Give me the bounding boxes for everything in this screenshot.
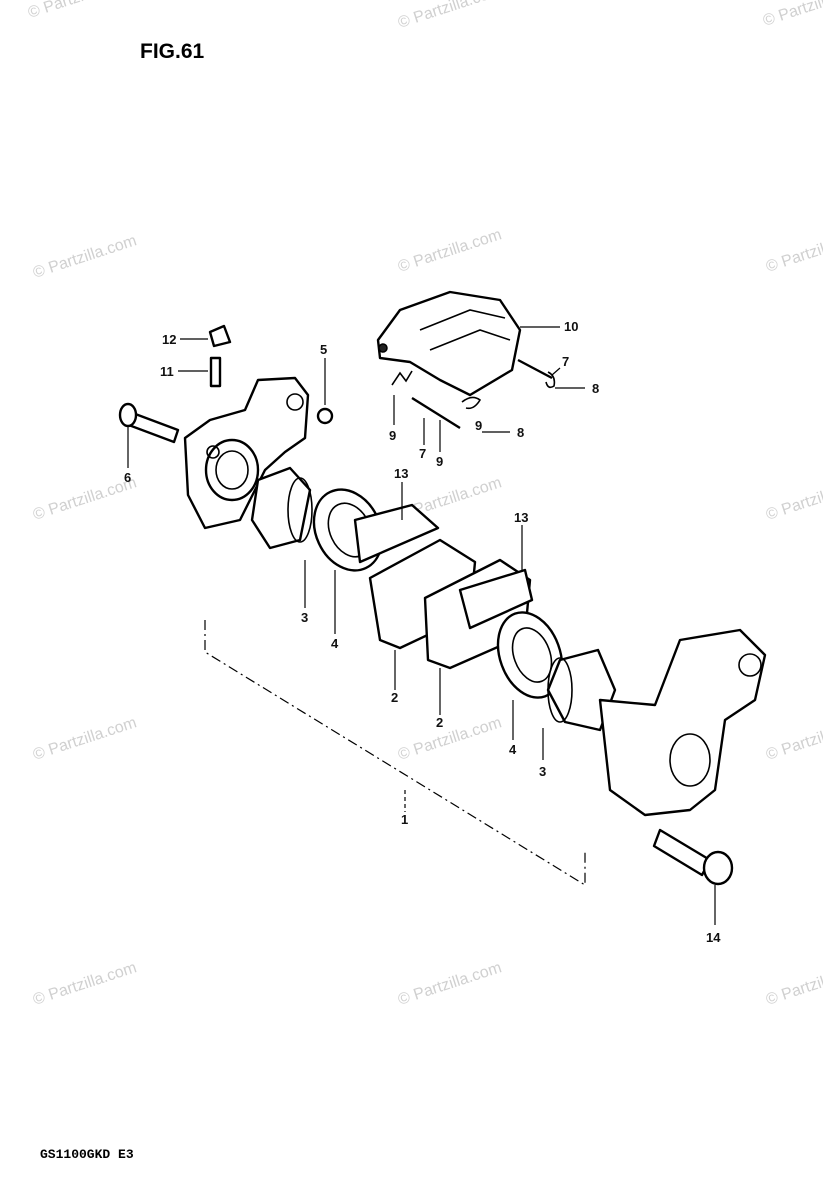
watermark: © Partzilla.com bbox=[396, 959, 504, 1008]
callout-2: 2 bbox=[436, 715, 443, 730]
callout-4: 4 bbox=[509, 742, 517, 757]
pad-pin-lower bbox=[411, 396, 461, 430]
watermark: © Partzilla.com bbox=[764, 959, 823, 1008]
callout-3: 3 bbox=[539, 764, 546, 779]
callout-9: 9 bbox=[475, 418, 482, 433]
callout-5: 5 bbox=[320, 342, 327, 357]
piston-left bbox=[250, 466, 313, 550]
callout-7: 7 bbox=[419, 446, 426, 461]
watermark: © Partzilla.com bbox=[31, 232, 139, 281]
watermark: © Partzilla.com bbox=[26, 0, 134, 22]
callout-8: 8 bbox=[592, 381, 599, 396]
bleeder-11 bbox=[209, 356, 222, 388]
spring-left bbox=[391, 370, 413, 386]
callout-3: 3 bbox=[301, 610, 308, 625]
piston-right bbox=[546, 648, 617, 732]
callout-11: 11 bbox=[160, 364, 174, 379]
callout-4: 4 bbox=[331, 636, 339, 651]
watermark: © Partzilla.com bbox=[31, 959, 139, 1008]
mounting-bolt-14 bbox=[652, 828, 734, 886]
assembly-bracket bbox=[204, 620, 586, 887]
callout-13: 13 bbox=[394, 466, 408, 481]
watermark: © Partzilla.com bbox=[396, 0, 504, 32]
figure-label: FIG.61 bbox=[140, 40, 205, 63]
watermark: © Partzilla.com bbox=[764, 474, 823, 523]
callout-8: 8 bbox=[517, 425, 524, 440]
callout-10: 10 bbox=[564, 319, 578, 334]
callout-9: 9 bbox=[436, 454, 443, 469]
callout-13: 13 bbox=[514, 510, 528, 525]
model-code: GS1100GKD E3 bbox=[40, 1147, 134, 1162]
callout-9: 9 bbox=[389, 428, 396, 443]
callout-1: 1 bbox=[401, 812, 408, 827]
pad-spring-cover bbox=[376, 290, 522, 397]
watermark: © Partzilla.com bbox=[396, 714, 504, 763]
clip-lower bbox=[461, 396, 482, 410]
callout-12: 12 bbox=[162, 332, 176, 347]
seal-right bbox=[496, 611, 564, 699]
watermark: © Partzilla.com bbox=[764, 226, 823, 275]
callout-7: 7 bbox=[562, 354, 569, 369]
callout-14: 14 bbox=[706, 930, 721, 945]
bleeder-cap-12 bbox=[208, 324, 232, 348]
watermark: © Partzilla.com bbox=[31, 714, 139, 763]
watermark: © Partzilla.com bbox=[396, 226, 504, 275]
watermark: © Partzilla.com bbox=[31, 474, 139, 523]
mounting-bolt-6 bbox=[118, 402, 180, 444]
callouts: 1 2 2 3 3 4 4 5 6 7 7 8 8 9 9 9 10 11 12… bbox=[124, 319, 721, 945]
leader-lines bbox=[127, 326, 716, 925]
pad-pin-upper bbox=[517, 358, 553, 380]
callout-2: 2 bbox=[391, 690, 398, 705]
caliper-body-left bbox=[183, 376, 310, 530]
watermark: © Partzilla.com bbox=[764, 714, 823, 763]
callout-6: 6 bbox=[124, 470, 131, 485]
watermark: © Partzilla.com bbox=[761, 0, 823, 30]
clip-upper bbox=[545, 371, 556, 389]
plug-5 bbox=[316, 407, 334, 425]
caliper-body-right bbox=[598, 628, 767, 817]
